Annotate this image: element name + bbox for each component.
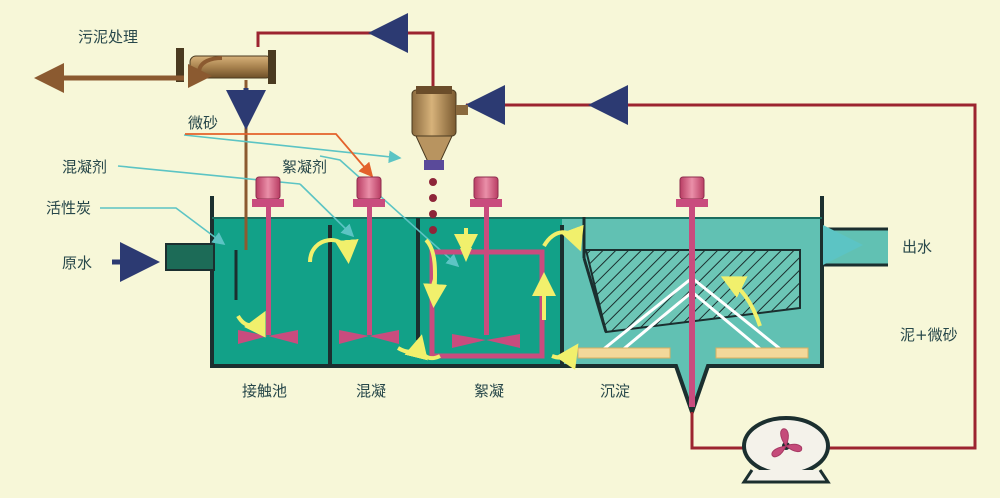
label-tank-sedimentation: 沉淀 bbox=[600, 382, 630, 400]
sedimentation-scraper-drive bbox=[676, 176, 708, 407]
hydrocyclone bbox=[411, 86, 468, 170]
label-tank-flocculation: 絮凝 bbox=[474, 382, 504, 400]
label-raw-water: 原水 bbox=[62, 254, 92, 272]
label-activated-carbon: 活性炭 bbox=[46, 199, 91, 217]
activated-carbon-line bbox=[100, 207, 226, 245]
sludge-separator-drum bbox=[176, 48, 276, 88]
label-sludge-sand: 泥+微砂 bbox=[900, 326, 958, 344]
label-outlet-water: 出水 bbox=[902, 238, 932, 256]
coagulant-line-to-tank bbox=[299, 183, 355, 238]
micro-sand-line bbox=[183, 134, 402, 164]
scraper-plate-left bbox=[577, 347, 671, 359]
scraper-plate-right bbox=[715, 347, 809, 359]
settler-skirt bbox=[582, 257, 608, 333]
label-micro-sand: 微砂 bbox=[188, 114, 218, 132]
flocculation-tank-mixer bbox=[452, 176, 520, 348]
scraper-arms bbox=[599, 276, 785, 354]
cyclone-overflow-pipe bbox=[256, 31, 435, 90]
coagulation-tank-mixer bbox=[339, 176, 399, 344]
sludge-return-pipe bbox=[466, 103, 977, 450]
flocculant-line bbox=[319, 155, 460, 268]
label-tank-contact: 接触池 bbox=[242, 382, 287, 400]
label-flocculant: 絮凝剂 bbox=[282, 158, 327, 176]
sand-drop-dots bbox=[429, 178, 437, 234]
sludge-pump bbox=[741, 416, 831, 484]
inlet-pipe bbox=[165, 243, 215, 271]
flow-head-flocc-up bbox=[428, 276, 440, 294]
micro-sand-orange-line bbox=[185, 133, 374, 178]
label-sludge-treatment: 污泥处理 bbox=[78, 28, 138, 46]
label-tank-coagulation: 混凝 bbox=[356, 382, 386, 400]
label-coagulant: 混凝剂 bbox=[62, 158, 107, 176]
flow-head-flocc-down bbox=[460, 248, 472, 262]
